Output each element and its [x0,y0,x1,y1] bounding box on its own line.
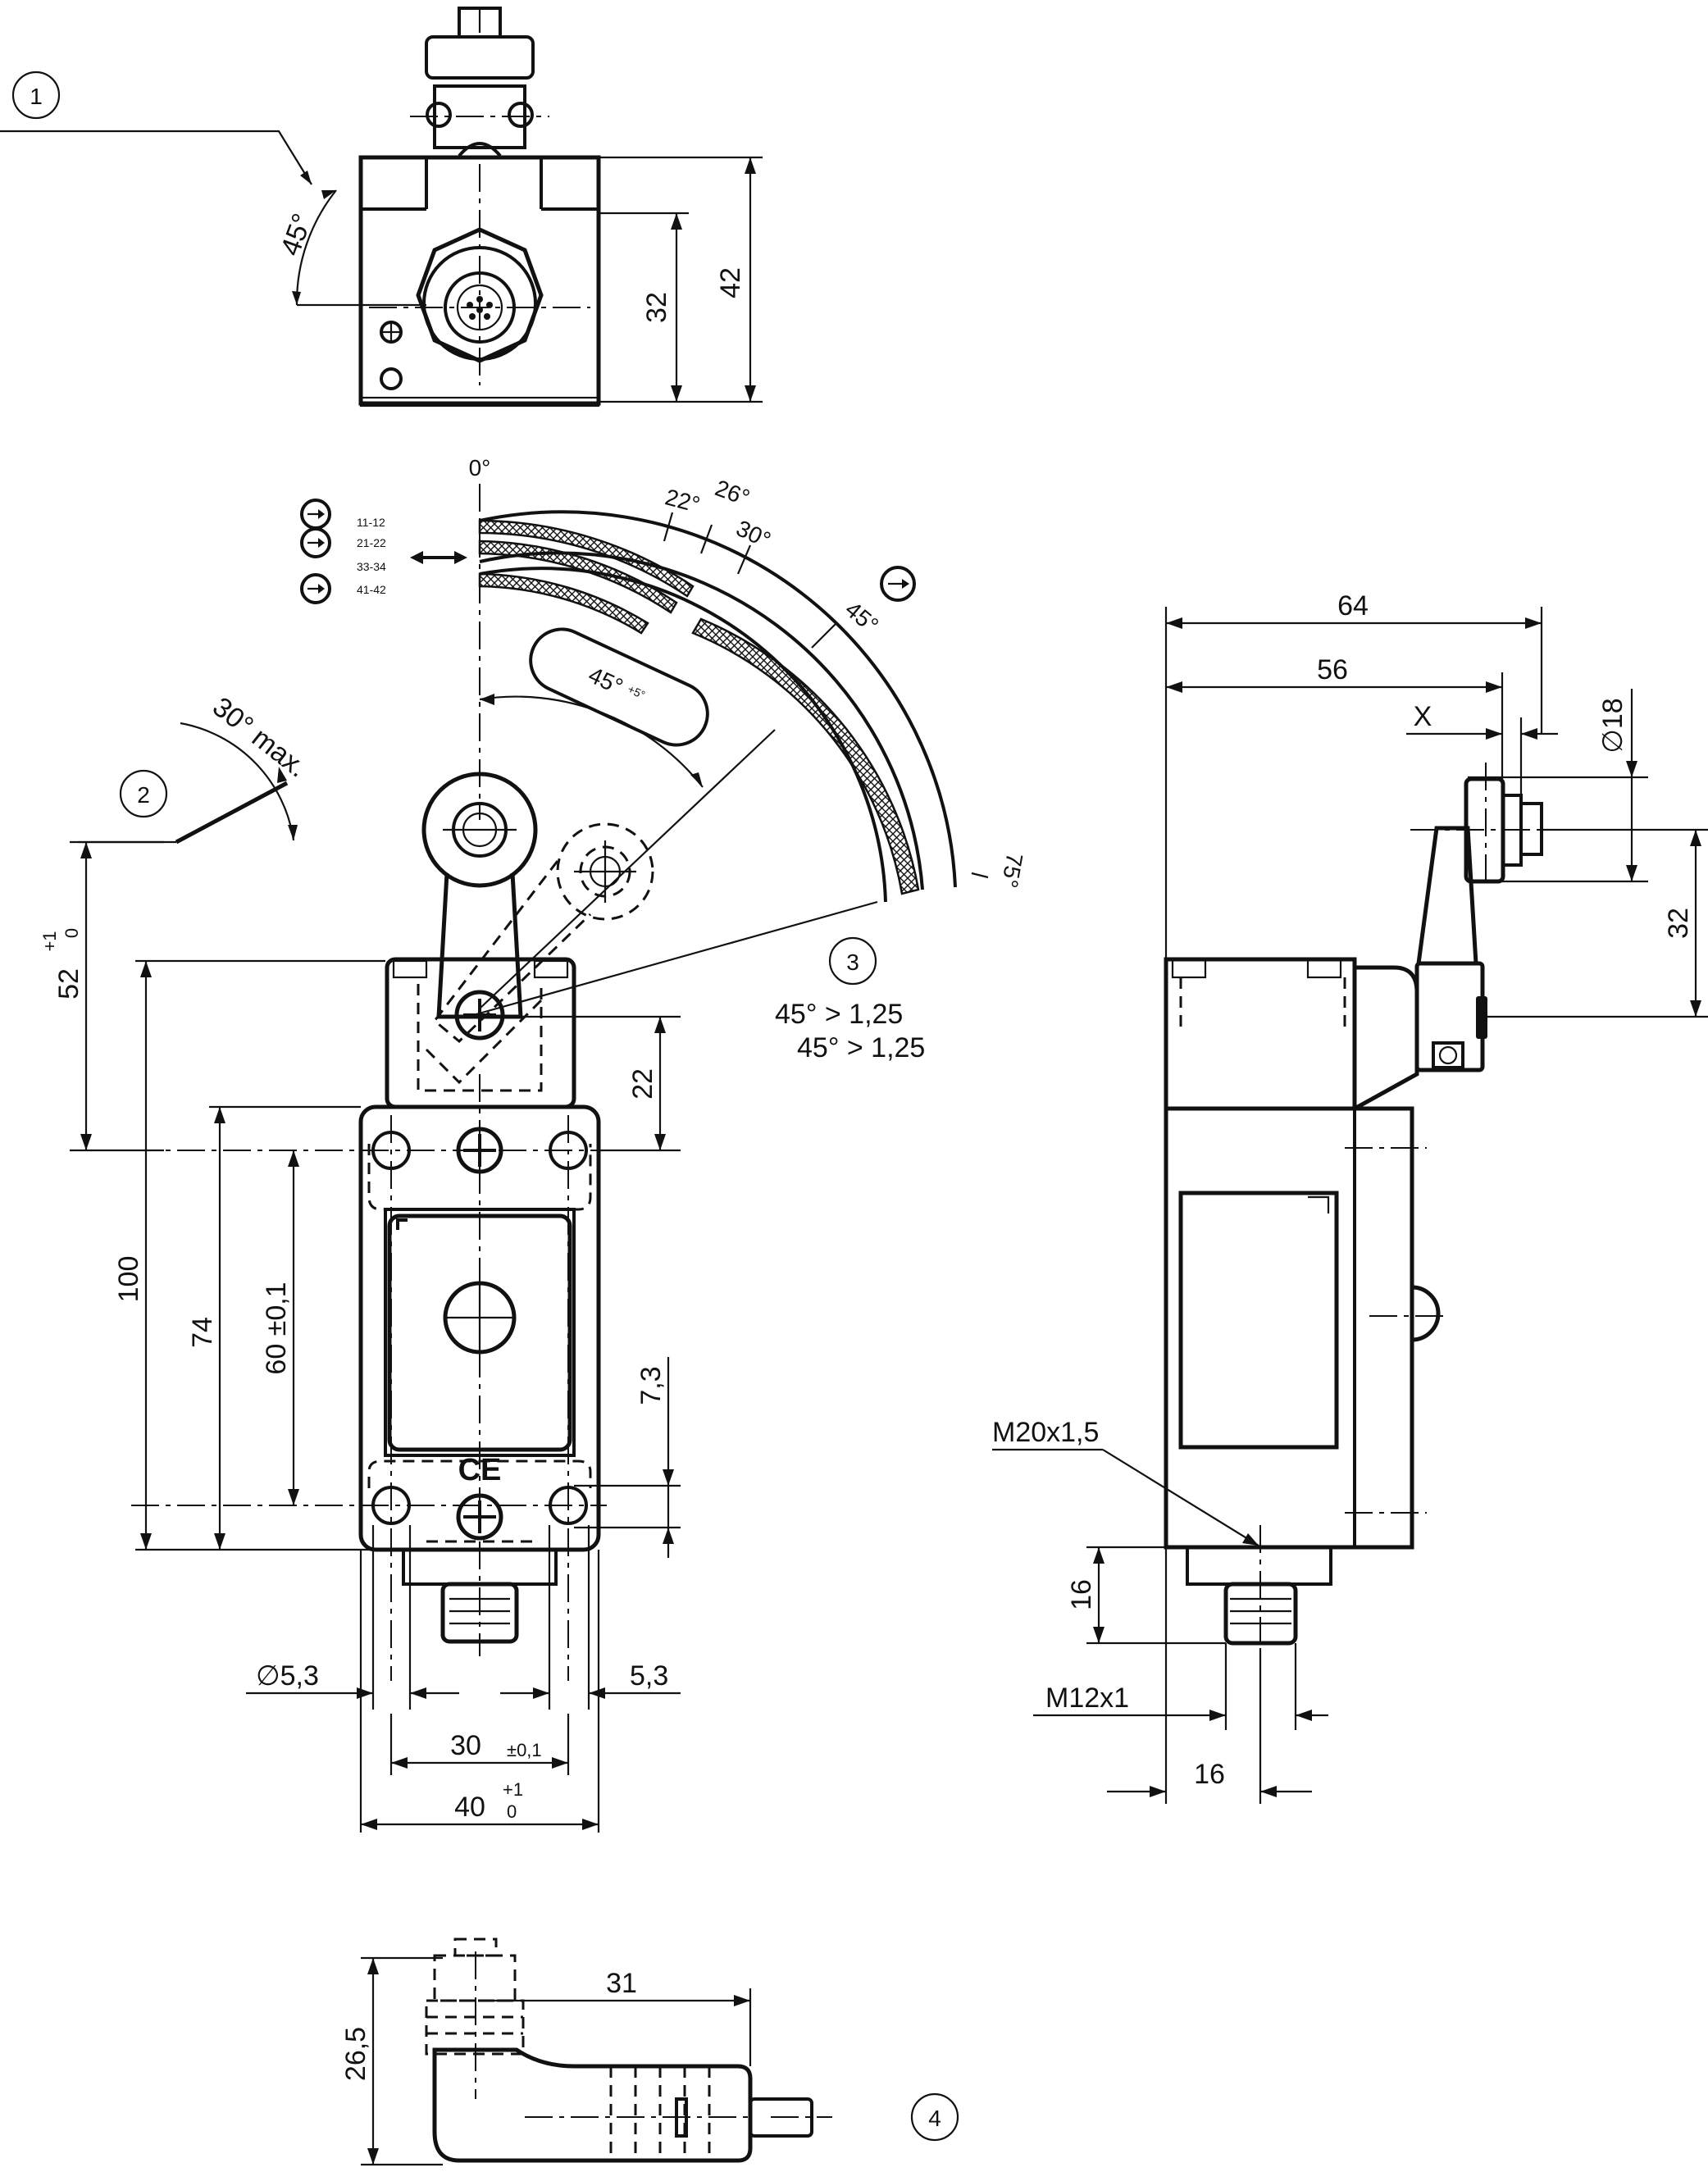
callout-1: 1 [0,71,312,185]
angle-30-label: 30° [732,515,774,553]
callout-3: 3 45° > 1,25 45° > 1,25 [775,936,925,1063]
dim-64: 64 [1337,590,1369,622]
dim-32-top: 32 [641,292,672,323]
dim-7-3: 7,3 [635,1366,667,1405]
dim-74: 74 [187,1317,218,1348]
angle-0-label: 0° [469,455,491,480]
dim-40: 40 [454,1792,485,1823]
connector-pins-icon [467,296,493,320]
connector-view: 26,5 31 4 [340,1937,959,2166]
front-dimensions: 52 +1 0 100 74 60 ±0,1 22 7,3 [39,840,681,1833]
dim-5-3: 5,3 [630,1660,668,1692]
front-view: CE [131,772,607,1681]
dim-52-tol-upper: +1 [39,931,60,951]
thread-m12: M12x1 [1045,1683,1129,1714]
angle-26-label: 26° [712,475,753,511]
contact-41-42: 41-42 [357,583,386,596]
dim-40-tol-upper: +1 [503,1779,523,1800]
dim-60: 60 ±0,1 [261,1282,292,1374]
callout-2: 2 30° max. [78,691,312,845]
top-view: 45° 32 42 [275,7,763,408]
angle-75-label: 75° [996,851,1027,890]
contact-21-22: 21-22 [357,536,386,549]
positive-opening-icon [300,573,331,604]
dim-30: 30 [450,1730,481,1761]
dim-31: 31 [606,1968,637,1999]
note-line-2: 45° > 1,25 [797,1032,925,1063]
positive-opening-icon [300,527,331,558]
callout-4-label: 4 [928,2106,941,2131]
dim-40-tol-lower: 0 [507,1801,517,1822]
hole-dia: ∅5,3 [256,1660,319,1692]
dim-100: 100 [113,1256,144,1303]
callout-1-label: 1 [30,84,43,109]
slot-angle-label: 45° +5° [585,662,649,709]
thread-m20: M20x1,5 [992,1417,1099,1448]
dim-22: 22 [627,1068,658,1100]
top-angle-label: 45° [275,210,318,260]
contact-legend: 11-12 21-22 33-34 41-42 [300,499,386,604]
side-dimensions: 64 56 X ∅18 32 M20x1,5 [992,590,1708,1804]
dim-32-side: 32 [1663,908,1694,939]
dim-26-5: 26,5 [340,2027,371,2081]
dim-56: 56 [1317,654,1348,685]
angle-22-label: 22° [663,484,703,517]
dim-42-top: 42 [715,267,746,298]
contact-33-34: 33-34 [357,560,386,573]
dim-16-width: 16 [1194,1759,1225,1790]
dim-x: X [1414,701,1432,732]
contact-11-12: 11-12 [357,516,385,529]
actuation-diagram: 0° 22° 26° 30° 45° 75° [300,455,1027,1044]
positive-opening-icon [880,566,916,602]
callout-3-label: 3 [846,949,859,975]
dim-30-tol: ±0,1 [507,1740,542,1760]
dim-16-height: 16 [1066,1579,1097,1610]
dim-dia18: ∅18 [1597,698,1628,753]
dim-52-tol-lower: 0 [61,928,82,938]
callout-2-label: 2 [137,782,150,808]
dim-52: 52 [53,968,84,999]
note-line-1: 45° > 1,25 [775,999,903,1030]
side-view [1164,763,1607,1648]
